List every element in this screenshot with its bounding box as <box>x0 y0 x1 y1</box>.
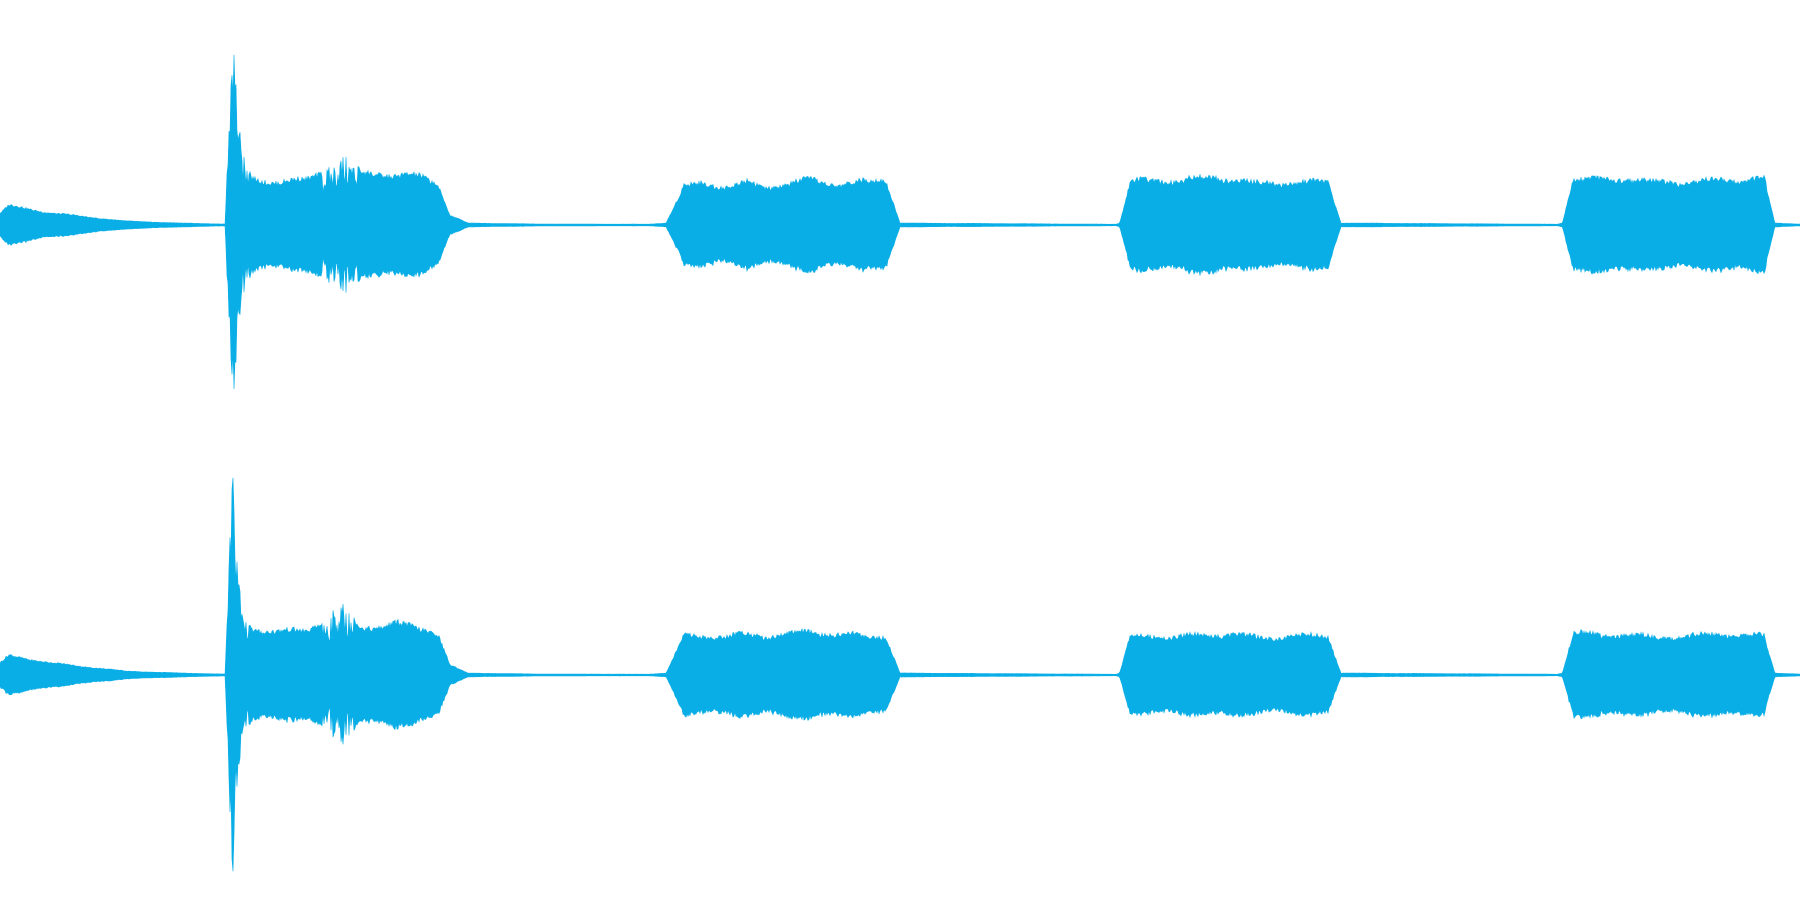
channel-1-waveform <box>0 54 1800 390</box>
channel-2 <box>0 477 1800 872</box>
channel-2-waveform <box>0 477 1800 872</box>
waveform-channels <box>0 54 1800 872</box>
channel-1 <box>0 54 1800 390</box>
